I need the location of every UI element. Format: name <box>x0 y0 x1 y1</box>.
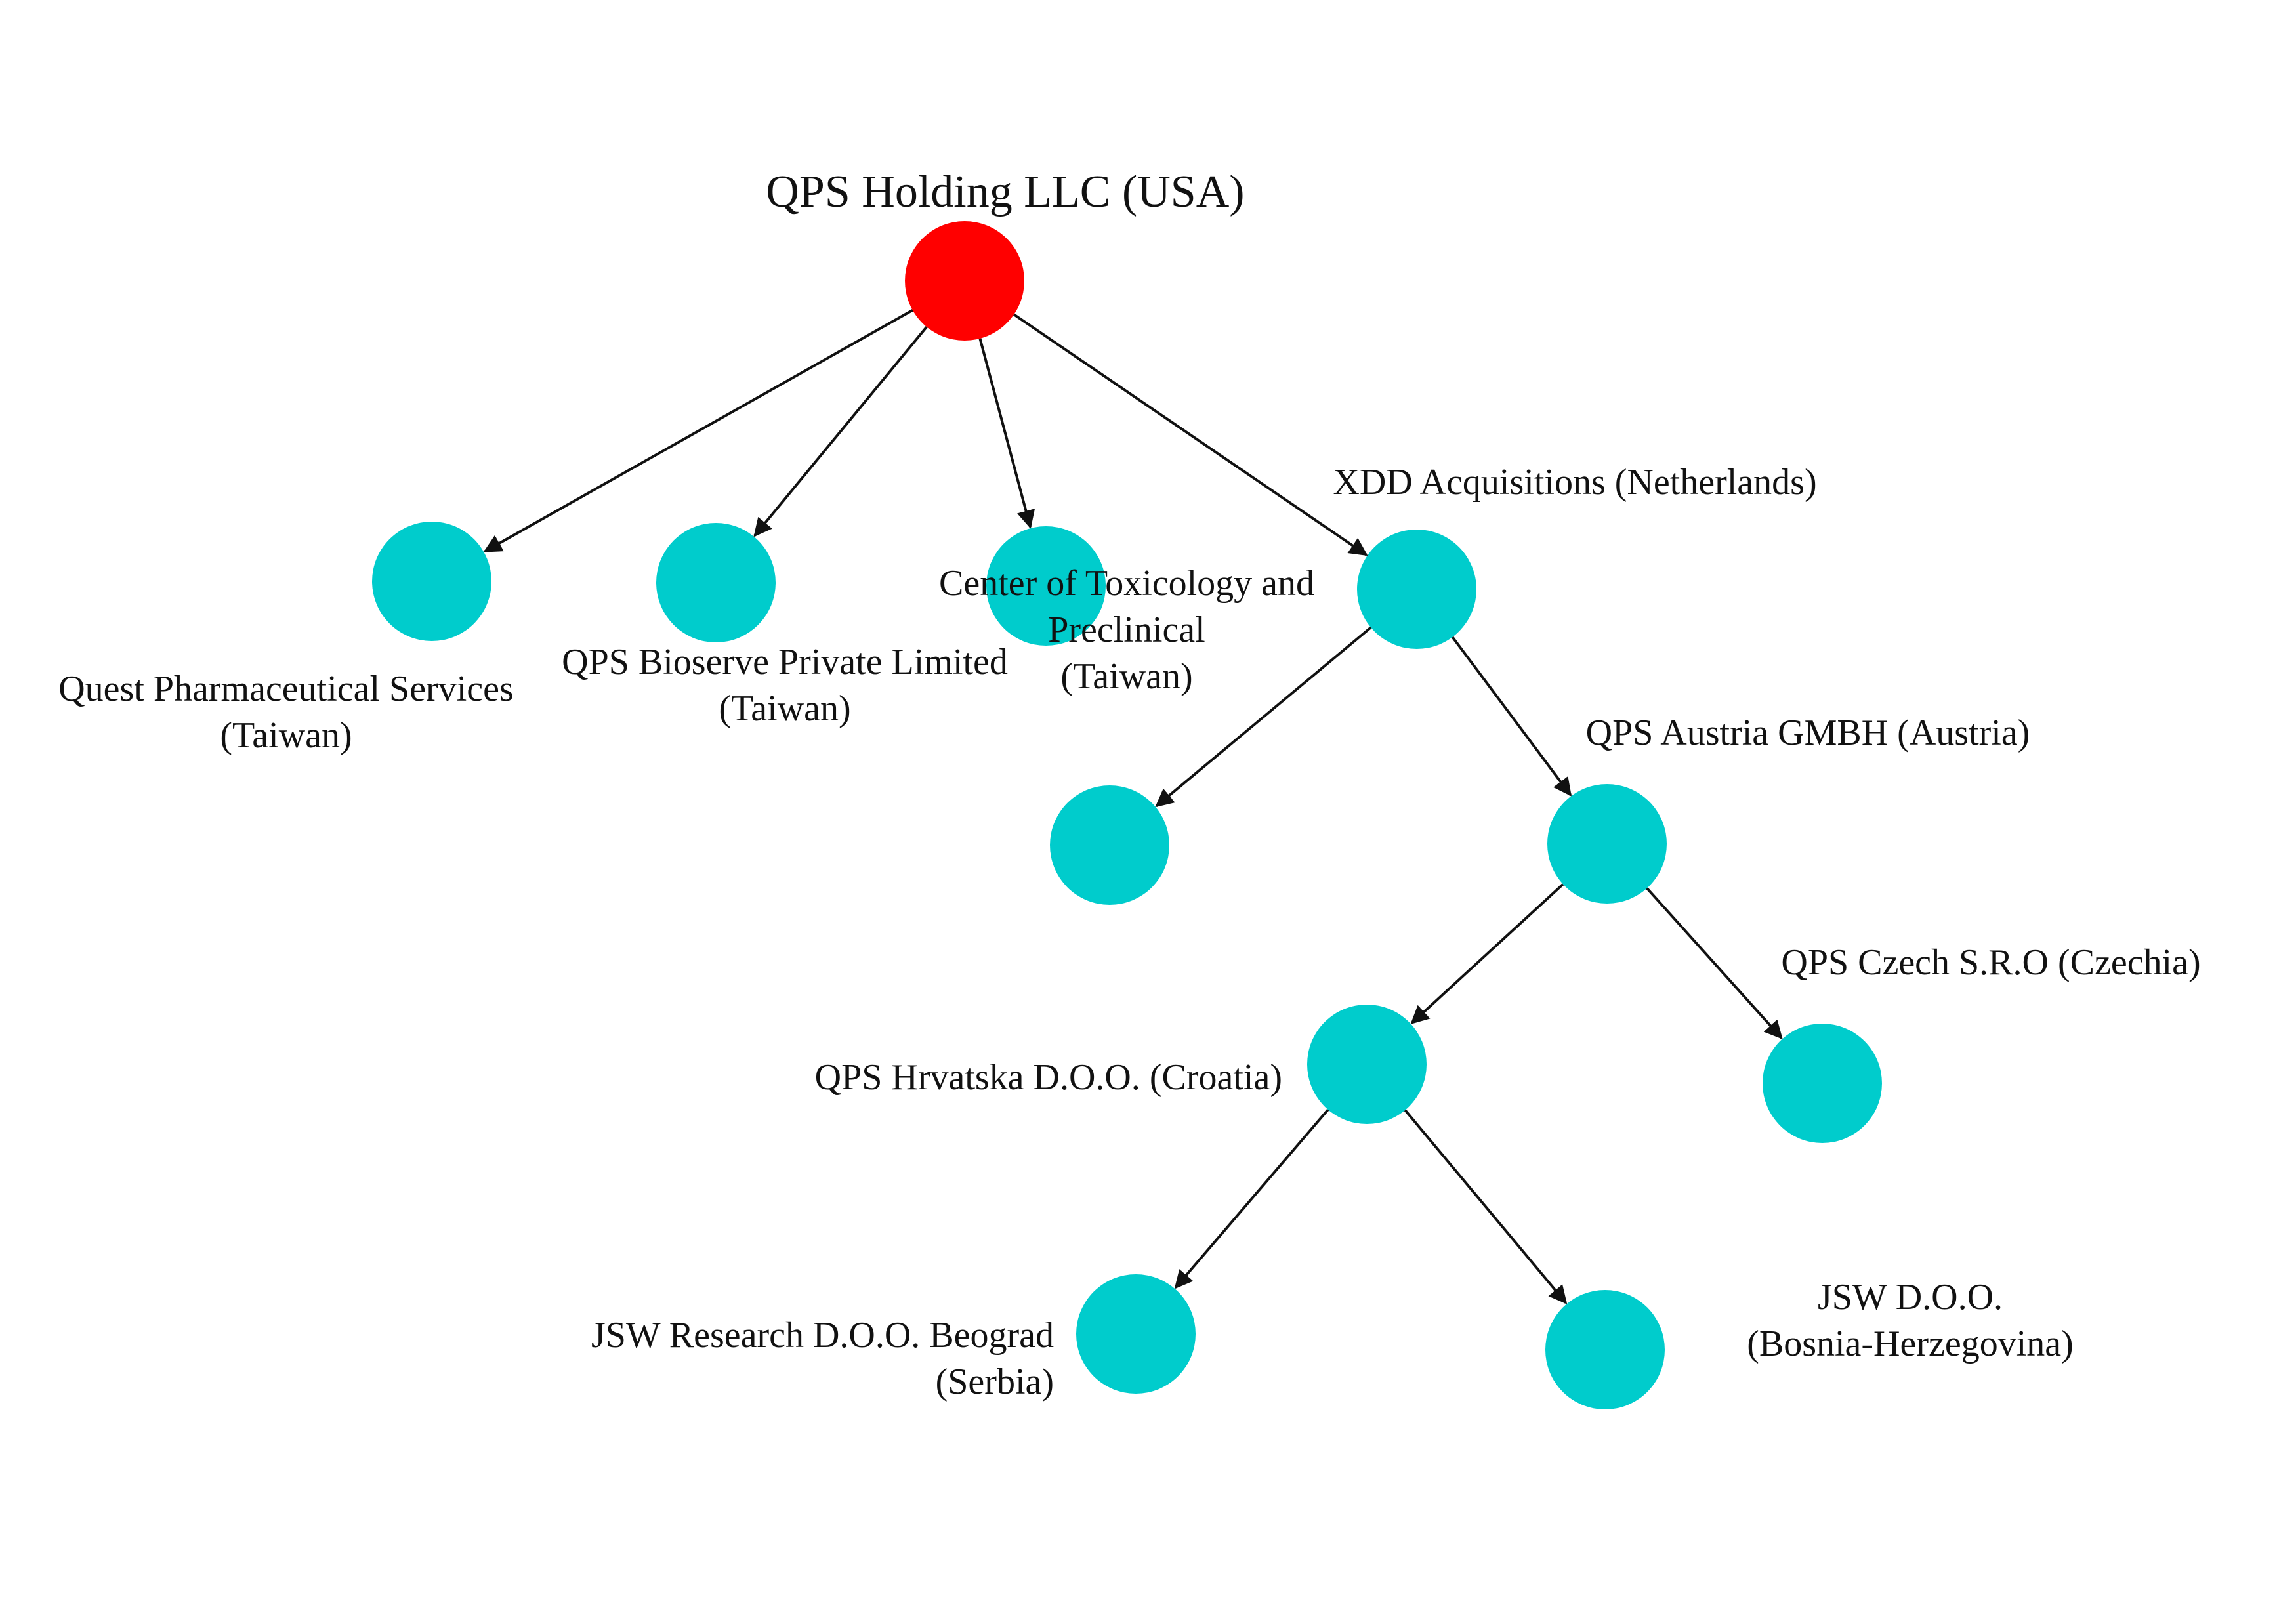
label-line: QPS Austria GMBH (Austria) <box>1586 713 2030 753</box>
label-line: Quest Pharmaceutical Services <box>58 669 514 709</box>
edges-layer <box>483 308 1783 1304</box>
edge-qps-hrvatska-to-jsw-doo <box>1404 1109 1568 1304</box>
edge-qps-austria-to-qps-hrvatska <box>1410 883 1564 1025</box>
node-qps-czech[interactable] <box>1763 1024 1882 1143</box>
node-jsw-doo[interactable] <box>1545 1290 1665 1409</box>
label-line: (Taiwan) <box>220 715 352 756</box>
label-qps-bioserve: QPS Bioserve Private Limited (Taiwan) <box>562 642 1008 729</box>
label-quest-pharma: Quest Pharmaceutical Services (Taiwan) <box>58 669 514 756</box>
label-qps-hrvatska: QPS Hrvatska D.O.O. (Croatia) <box>815 1057 1282 1098</box>
label-line: JSW Research D.O.O. Beograd <box>591 1315 1054 1356</box>
nodes-layer <box>372 221 1882 1409</box>
label-line: (Serbia) <box>936 1362 1054 1402</box>
label-xdd: XDD Acquisitions (Netherlands) <box>1333 462 1816 503</box>
edge-xdd-to-qps-austria <box>1451 636 1572 797</box>
label-line: JSW D.O.O. <box>1818 1277 2003 1318</box>
node-xdd[interactable] <box>1357 530 1476 649</box>
node-qps-holding[interactable] <box>905 221 1024 341</box>
label-line: Preclinical <box>1048 610 1205 650</box>
node-jsw-research[interactable] <box>1076 1274 1196 1394</box>
edge-qps-holding-to-quest-pharma <box>483 308 913 553</box>
edge-qps-holding-to-center-tox <box>978 338 1035 529</box>
label-line: (Bosnia-Herzegovina) <box>1747 1323 2074 1364</box>
node-center-tox[interactable] <box>986 526 1106 646</box>
label-line: (Taiwan) <box>719 688 850 729</box>
label-jsw-doo: JSW D.O.O. (Bosnia-Herzegovina) <box>1747 1277 2074 1364</box>
label-line: QPS Bioserve Private Limited <box>562 642 1008 682</box>
label-line: (Taiwan) <box>1060 656 1192 697</box>
label-line: QPS Czech S.R.O (Czechia) <box>1781 942 2200 983</box>
label-qps-holding: QPS Holding LLC (USA) <box>766 167 1244 217</box>
edge-qps-holding-to-xdd <box>1013 313 1368 556</box>
node-qps-bioserve[interactable] <box>656 523 776 642</box>
labels-layer: QPS Holding LLC (USA) Quest Pharmaceutica… <box>58 167 2200 1402</box>
edge-qps-hrvatska-to-jsw-research <box>1174 1108 1329 1289</box>
label-line: QPS Holding LLC (USA) <box>766 167 1244 217</box>
node-quest-pharma[interactable] <box>372 522 491 641</box>
label-qps-austria: QPS Austria GMBH (Austria) <box>1586 713 2030 753</box>
edge-qps-holding-to-qps-bioserve <box>753 325 928 537</box>
node-qps-austria[interactable] <box>1547 784 1667 904</box>
label-jsw-research: JSW Research D.O.O. Beograd (Serbia) <box>591 1315 1054 1402</box>
label-line: QPS Hrvatska D.O.O. (Croatia) <box>815 1057 1282 1098</box>
label-line: Center of Toxicology and <box>939 563 1314 604</box>
label-line: XDD Acquisitions (Netherlands) <box>1333 462 1816 503</box>
label-qps-czech: QPS Czech S.R.O (Czechia) <box>1781 942 2200 983</box>
node-qps-hrvatska[interactable] <box>1307 1005 1427 1124</box>
node-unlabeled[interactable] <box>1050 785 1169 905</box>
edge-qps-austria-to-qps-czech <box>1646 887 1783 1039</box>
edge-xdd-to-unlabeled <box>1155 626 1372 808</box>
